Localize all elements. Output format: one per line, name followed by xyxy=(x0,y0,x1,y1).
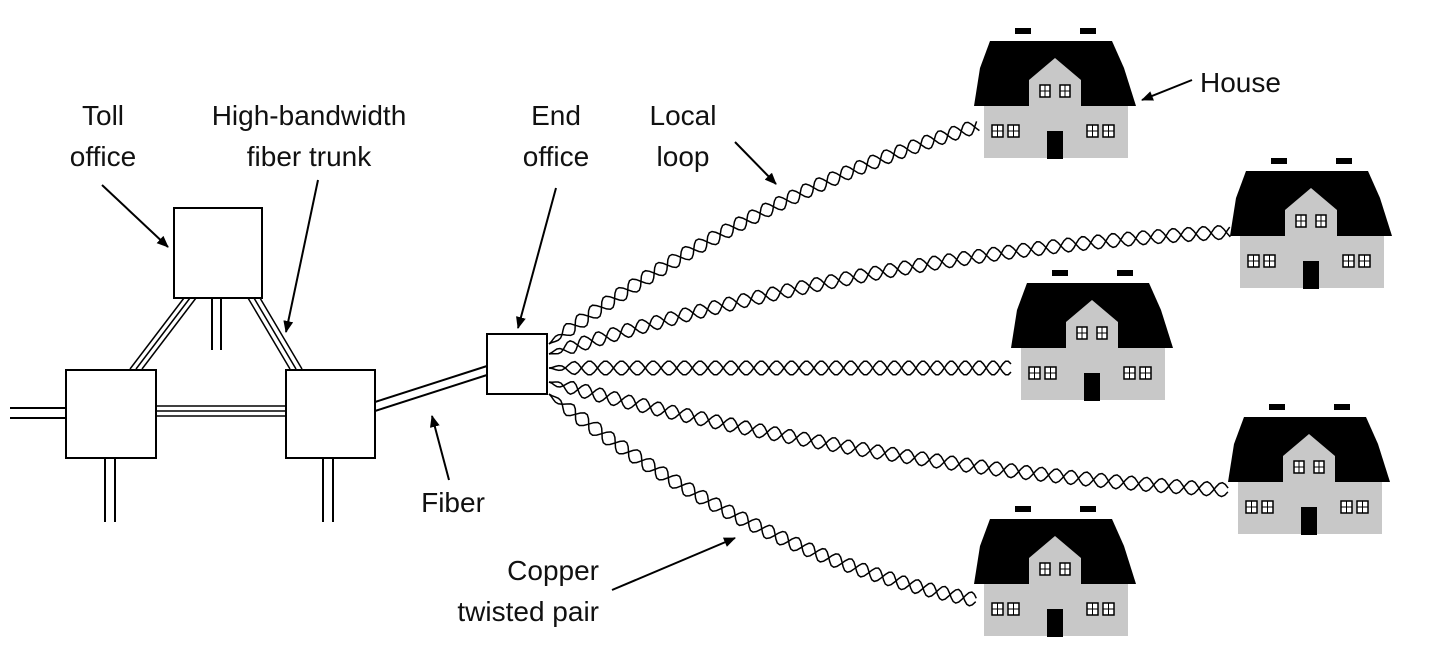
office-box-left xyxy=(65,369,157,459)
fiber-trunk-arrow xyxy=(283,179,319,333)
twisted-pair-wire xyxy=(548,360,1012,376)
twisted-pair-wire xyxy=(548,121,980,345)
local-loop-arrow xyxy=(734,141,777,185)
house-icon xyxy=(1227,403,1391,536)
toll-office-label: Toll office xyxy=(70,95,136,177)
office-box-right xyxy=(285,369,376,459)
local-loops xyxy=(548,121,1231,607)
pointer-arrows xyxy=(101,79,1193,591)
toll-office-box xyxy=(173,207,263,299)
end-office-label-line2: office xyxy=(522,141,590,172)
twisted-pair-wire xyxy=(548,360,1012,376)
toll-office-label-line1: Toll xyxy=(81,100,125,131)
local-loop-label: Local loop xyxy=(650,95,717,177)
twisted-pair-wire xyxy=(548,225,1231,355)
copper-label-line2: twisted pair xyxy=(457,596,599,627)
copper-label-line1: Copper xyxy=(507,555,599,586)
twisted-pair-wire xyxy=(548,121,978,345)
house-label: House xyxy=(1200,67,1281,98)
end-office-arrow xyxy=(516,187,557,329)
toll-network xyxy=(10,207,548,522)
end-office-label: End office xyxy=(523,95,589,177)
twisted-pair-wire xyxy=(548,225,1231,355)
fiber-trunk-label-line1: High-bandwidth xyxy=(211,100,407,131)
end-office-label-line1: End xyxy=(531,100,581,131)
toll-office-label-line2: office xyxy=(69,141,137,172)
house-arrow xyxy=(1141,79,1193,101)
local-loop-label-line1: Local xyxy=(649,100,717,131)
house-icon xyxy=(973,505,1137,638)
fiber-trunk-label-line2: fiber trunk xyxy=(246,141,372,172)
twisted-pair-wire xyxy=(548,393,977,607)
houses xyxy=(973,27,1393,638)
fiber-arrow xyxy=(429,415,450,481)
fiber-link xyxy=(374,365,488,412)
house-icon xyxy=(973,27,1137,160)
toll-office-arrow xyxy=(101,184,169,248)
copper-label: Copper twisted pair xyxy=(457,550,599,632)
twisted-pair-wire xyxy=(548,381,1229,498)
twisted-pair-wire xyxy=(548,393,977,604)
copper-arrow xyxy=(611,537,736,591)
fiber-label: Fiber xyxy=(421,487,485,518)
fiber-trunk-label: High-bandwidth fiber trunk xyxy=(212,95,407,177)
house-icon xyxy=(1229,157,1393,290)
trunk-stubs xyxy=(10,298,334,522)
twisted-pair-wire xyxy=(548,381,1229,497)
house-icon xyxy=(1010,269,1174,402)
local-loop-label-line2: loop xyxy=(656,141,710,172)
end-office-box xyxy=(486,333,548,395)
fiber-trunk xyxy=(129,297,303,417)
